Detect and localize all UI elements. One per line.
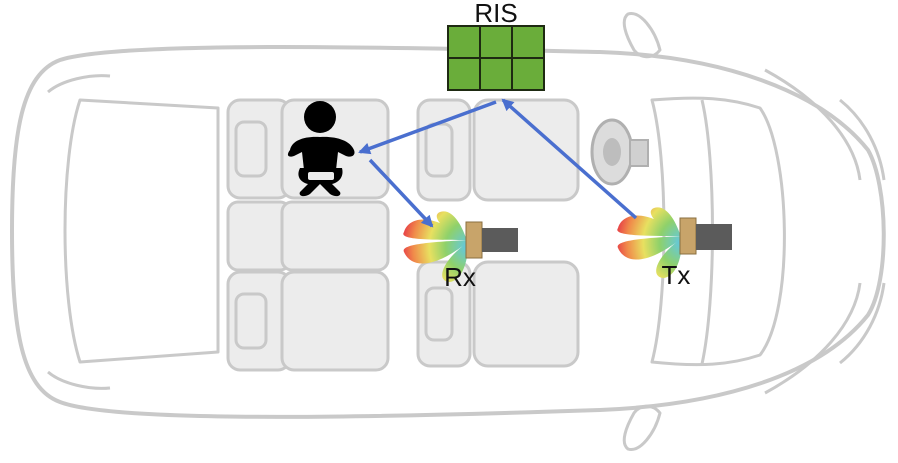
ris-cell xyxy=(479,57,513,91)
tx-antenna: Tx xyxy=(617,207,732,290)
rx-antenna: Rx xyxy=(403,211,518,292)
mirror-bottom xyxy=(622,404,662,451)
ris-cell xyxy=(447,57,481,91)
tx-mount xyxy=(679,217,697,255)
baby-icon xyxy=(287,101,355,197)
front-seat-top-cushion xyxy=(472,98,580,202)
tx-beam xyxy=(617,207,682,278)
rx-mount xyxy=(465,221,483,259)
ris-cell xyxy=(479,25,513,59)
rx-label: Rx xyxy=(444,262,476,292)
windshield xyxy=(650,96,786,367)
ris-label: RIS xyxy=(474,0,517,28)
mirror-top xyxy=(622,12,662,59)
rear-seat-bottom-cushion xyxy=(280,270,390,372)
path-baby-to-rx xyxy=(368,158,434,228)
rx-body xyxy=(482,228,518,252)
signal-paths xyxy=(358,98,638,228)
tx-body xyxy=(696,224,732,250)
path-tx-to-ris xyxy=(501,98,638,220)
seats xyxy=(226,98,580,372)
ris-cell xyxy=(511,25,545,59)
ris-cell xyxy=(511,57,545,91)
car-body xyxy=(10,45,886,419)
ris-panel: RIS xyxy=(447,0,545,91)
rear-window xyxy=(63,98,220,364)
steering-wheel-icon xyxy=(590,118,649,186)
ris-cell xyxy=(447,25,481,59)
tx-label: Tx xyxy=(662,260,691,290)
path-ris-to-baby xyxy=(358,100,497,155)
rx-beam xyxy=(403,211,468,282)
front-seat-bottom-cushion xyxy=(472,260,580,368)
